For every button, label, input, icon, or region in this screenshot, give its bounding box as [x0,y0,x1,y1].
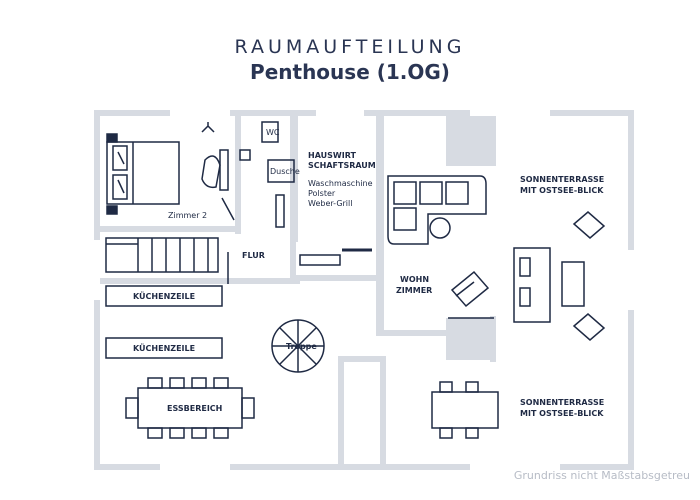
terrace2-label-1: SONNENTERRASSE [520,398,604,407]
walls [94,110,634,470]
shower-icon [267,159,295,183]
double-bed-icon [106,133,180,215]
dining-label: ESSBEREICH [167,404,222,413]
kitchen-counter-1 [105,285,223,307]
bedroom-label: Zimmer 2 [168,211,207,220]
kitchen-counter-2 [105,337,223,359]
utility-item-1: Waschmaschine [308,179,373,188]
terrace2-label-2: MIT OSTSEE-BLICK [520,409,604,418]
utility-label-1: HAUSWIRT [308,151,357,160]
wc-icon [261,121,279,143]
desk-chair-icon [201,149,251,191]
plan-subtitle: Penthouse (1.OG) [250,60,450,84]
scale-note: Grundriss nicht Maßstabsgetreu [513,469,690,482]
stairs-label: Treppe [286,342,317,351]
utility-item-2: Polster [308,189,336,198]
terrace1-label-2: MIT OSTSEE-BLICK [520,186,604,195]
lounge-chair-top-icon [572,211,606,239]
hanger-icon [201,122,215,133]
kitchen-label-1: KÜCHENZEILE [133,291,195,301]
spiral-stairs-icon [271,319,325,373]
living-label-2: ZIMMER [396,286,432,295]
kitchen-label-2: KÜCHENZEILE [133,343,195,353]
hall-label: FLUR [242,251,265,260]
lounge-sofa-icon [513,247,551,323]
lounge-chair-bottom-icon [572,313,606,341]
dining-table-icon [125,377,255,439]
lounge-table-icon [561,261,585,307]
sofa-icon [387,175,487,245]
cabinet-icon [275,194,285,228]
stairs-flight-icon [105,237,219,273]
shower-label: Dusche [270,167,300,176]
terrace-dining-icon [431,381,499,439]
plan-title: RAUMAUFTEILUNG [234,36,466,58]
door-bedroom[interactable] [221,197,235,221]
utility-label-2: SCHAFTSRAUM [308,161,376,170]
armchair-icon [450,270,490,308]
utility-item-3: Weber-Grill [308,199,352,208]
flur-furniture [299,254,341,266]
wc-label: WC [266,128,280,137]
living-label-1: WOHN [400,275,429,284]
terrace1-label-1: SONNENTERRASSE [520,175,604,184]
coffee-table-icon [429,217,451,239]
